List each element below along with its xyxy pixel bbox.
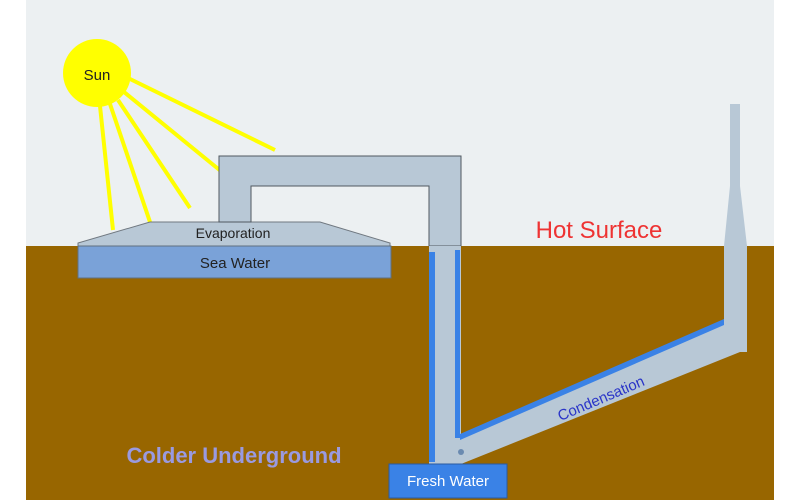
- sea-water-basin: [77, 245, 392, 279]
- sea-water-label: Sea Water: [200, 255, 270, 272]
- sun-label: Sun: [84, 67, 111, 84]
- condensate-streak-right: [455, 250, 460, 438]
- sun-rays: [98, 76, 276, 231]
- fresh-water-tank: [388, 463, 508, 499]
- exhaust-chimney: [724, 104, 747, 352]
- hot-surface-label: Hot Surface: [536, 217, 663, 244]
- condenser-diagonal-pipe: [461, 322, 740, 464]
- condensate-streak-left: [429, 252, 435, 462]
- sun-icon: [63, 39, 131, 107]
- evaporation-label: Evaporation: [196, 225, 271, 241]
- condensate-drop: [458, 449, 464, 455]
- condensate-streak-diagonal: [460, 319, 724, 440]
- fresh-water-label: Fresh Water: [407, 473, 489, 490]
- colder-underground-label: Colder Underground: [126, 443, 341, 468]
- sky: [26, 0, 774, 246]
